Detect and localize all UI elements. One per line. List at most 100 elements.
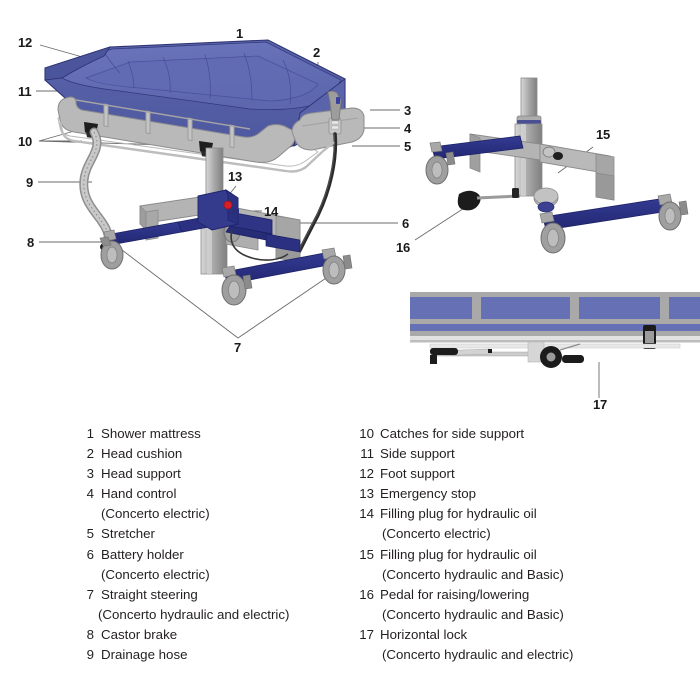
legend-item: 2 Head cushion xyxy=(70,444,370,464)
filling-plug-hydraulic xyxy=(542,146,563,160)
callout-10: 10 xyxy=(18,134,33,149)
legend-item: 8 Castor brake xyxy=(70,625,370,645)
foot-support xyxy=(44,46,112,81)
legend-item: 15 Filling plug for hydraulic oil xyxy=(352,545,682,565)
detail-side-catch xyxy=(643,325,656,349)
legend-number: 16 xyxy=(359,586,374,602)
emergency-stop-unit xyxy=(197,189,239,231)
detail-castor-front-left xyxy=(539,211,566,254)
detail-side-panels xyxy=(410,292,700,343)
detail-castor-rear-left xyxy=(425,141,456,185)
legend-number: 12 xyxy=(359,466,374,482)
callout-8: 8 xyxy=(27,235,35,250)
legend-label: Battery holder xyxy=(101,546,184,562)
legend-label: Hand control xyxy=(101,486,177,502)
emergency-stop-button xyxy=(223,200,233,210)
legend-label: Foot support xyxy=(380,466,455,482)
legend-sublabel: (Concerto hydraulic and electric) xyxy=(382,647,574,663)
legend-number: 11 xyxy=(360,446,374,462)
legend-label: Straight steering xyxy=(101,586,198,602)
legend-label: Shower mattress xyxy=(101,426,201,441)
callout-2: 2 xyxy=(313,45,321,60)
legend-sublabel: (Concerto electric) xyxy=(101,506,210,522)
callout-13: 13 xyxy=(228,169,243,184)
castor-brake-pedal xyxy=(99,236,112,247)
legend-item: 13 Emergency stop xyxy=(352,484,682,504)
legend-label: Filling plug for hydraulic oil xyxy=(380,546,537,562)
callout-14: 14 xyxy=(264,204,279,219)
legend-label: Filling plug for hydraulic oil xyxy=(380,506,537,522)
legend-number: 2 xyxy=(86,446,94,462)
legend-label: Drainage hose xyxy=(101,647,188,663)
legend-number: 9 xyxy=(86,647,94,663)
legend-number: 8 xyxy=(86,626,94,642)
detail-castor-front-right xyxy=(657,193,689,231)
callout-4: 4 xyxy=(404,121,412,136)
legend-item: 16 Pedal for raising/lowering xyxy=(352,585,682,605)
legend-label: Stretcher xyxy=(101,526,155,542)
callout-9: 9 xyxy=(26,175,34,190)
legend-sublabel: (Concerto electric) xyxy=(101,566,210,582)
callout-11: 11 xyxy=(18,84,32,99)
legend-number: 1 xyxy=(86,426,94,441)
legend-label: Emergency stop xyxy=(380,486,477,502)
legend-sublabel: (Concerto hydraulic and Basic) xyxy=(382,606,564,622)
legend-number: 10 xyxy=(359,426,374,441)
legend-item: 5 Stretcher xyxy=(70,524,370,544)
legend-number: 5 xyxy=(86,526,94,542)
callout-1: 1 xyxy=(236,26,244,41)
legend-item: 6 Battery holder xyxy=(70,545,370,565)
legend-number: 7 xyxy=(86,586,94,602)
legend-item: 17 Horizontal lock xyxy=(352,625,682,645)
parts-legend: 1 Shower mattress 2 Head cushion 3 Head … xyxy=(0,424,700,700)
detail-front-base-rail xyxy=(542,197,670,231)
stretcher-frame xyxy=(58,121,335,173)
legend-label: Pedal for raising/lowering xyxy=(380,586,530,602)
legend-number: 14 xyxy=(359,506,374,522)
legend-item: 14 Filling plug for hydraulic oil xyxy=(352,504,682,524)
base-detail-graphic xyxy=(414,77,689,254)
legend-item: 3 Head support xyxy=(70,464,370,484)
callout-12: 12 xyxy=(18,35,33,50)
legend-label: Head support xyxy=(101,466,181,482)
horizontal-lock-lever xyxy=(562,355,584,363)
detail-lifting-column xyxy=(514,77,559,213)
legend-item: 12 Foot support xyxy=(352,464,682,484)
legend-number: 13 xyxy=(359,486,374,502)
legend-number: 15 xyxy=(359,546,374,562)
legend-label: Side support xyxy=(380,446,455,462)
main-view-graphic xyxy=(36,39,400,339)
hand-control-cable xyxy=(294,132,338,260)
legend-sublabel: (Concerto electric) xyxy=(382,526,491,542)
battery-cable xyxy=(230,229,289,261)
callout-17: 17 xyxy=(593,397,608,412)
legend-number: 17 xyxy=(359,626,374,642)
mattress-recess xyxy=(85,55,319,102)
castor-front-right xyxy=(321,247,353,285)
illustration-area: 1 2 3 4 5 6 7 8 9 10 11 12 13 14 15 16 1… xyxy=(18,26,700,412)
legend-item: 11 Side support xyxy=(352,444,682,464)
callout-6: 6 xyxy=(402,216,410,231)
castor-rear-left xyxy=(99,229,124,270)
legend-item: 1 Shower mattress xyxy=(70,424,370,444)
legend-item: 4 Hand control xyxy=(70,484,370,504)
legend-sublabel: (Concerto hydraulic and Basic) xyxy=(382,566,564,582)
legend-label: Horizontal lock xyxy=(380,626,468,642)
callout-3: 3 xyxy=(404,103,412,118)
callout-15: 15 xyxy=(596,127,611,142)
legend-column-right: 10 Catches for side support 11 Side supp… xyxy=(352,424,682,665)
castor-front-left xyxy=(221,265,253,306)
side-support-rail xyxy=(57,96,296,163)
legend-label: Head cushion xyxy=(101,446,183,462)
callout-16: 16 xyxy=(396,240,411,255)
legend-item: 9 Drainage hose xyxy=(70,645,370,665)
side-detail-graphic xyxy=(410,292,700,398)
legend-number: 4 xyxy=(86,486,94,502)
legend-label: Catches for side support xyxy=(380,426,525,441)
battery-holder xyxy=(225,211,301,253)
head-support-rail xyxy=(291,107,365,151)
legend-item: 10 Catches for side support xyxy=(352,424,682,444)
legend-column-left: 1 Shower mattress 2 Head cushion 3 Head … xyxy=(70,424,370,665)
pedal-raise-lower xyxy=(457,188,521,211)
